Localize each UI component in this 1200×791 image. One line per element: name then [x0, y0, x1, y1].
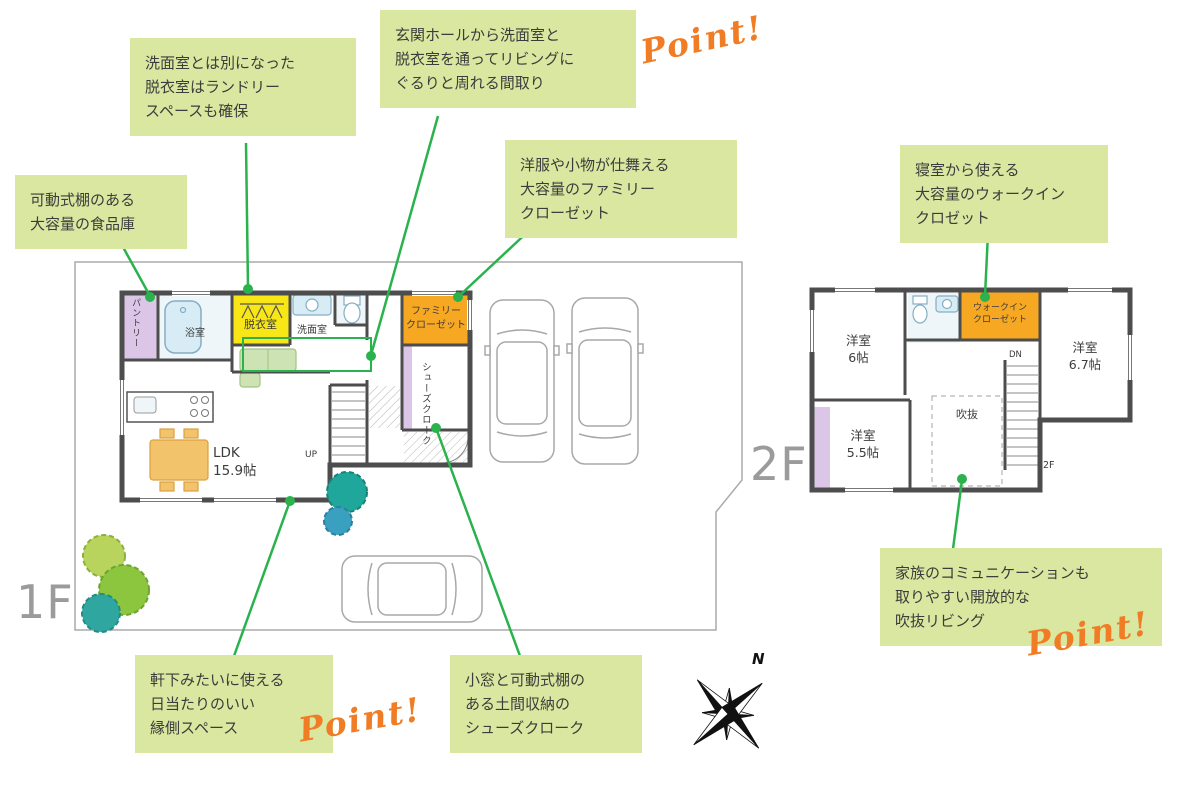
trees	[81, 471, 368, 633]
callout-connectors	[116, 115, 990, 657]
house-2f	[809, 287, 1133, 493]
toilet-2f-icon	[912, 295, 928, 324]
room-label-bedroom6: 洋室 6帖	[845, 333, 871, 365]
windows-1f	[119, 290, 473, 503]
tree-icon	[326, 471, 368, 513]
house-2f-floor	[812, 290, 1130, 490]
vanity-2f-icon	[935, 295, 959, 313]
stairs-1f	[332, 391, 365, 456]
room-label-family-closet: ファミリー クローゼット	[406, 306, 466, 331]
void-dashed-outline	[931, 395, 1003, 487]
room-label-bath: 浴室	[185, 328, 205, 339]
stairs-dn-label: DN	[1009, 350, 1022, 360]
floor-label-2f: 2F	[750, 437, 808, 491]
toilet-icon	[343, 295, 361, 324]
bathtub-icon	[164, 300, 202, 354]
callout-family-closet: 洋服や小物が仕舞える 大容量のファミリー クローゼット	[505, 140, 737, 238]
genkan-doma-hatch	[369, 386, 400, 428]
kitchen-counter	[126, 391, 214, 423]
room-label-wic: ウォークイン クローゼット	[972, 303, 1027, 326]
closet-55-shelf	[814, 407, 830, 488]
room-label-ldk: LDK 15.9帖	[213, 445, 257, 480]
room-label-bedroom55: 洋室 5.5帖	[846, 428, 880, 460]
pantry-room	[122, 293, 158, 360]
callout-dots	[145, 284, 990, 506]
tree-icon	[81, 593, 121, 633]
room-label-void: 吹抜	[956, 408, 978, 421]
stairs-up-label: UP	[305, 450, 318, 460]
stairs-2f	[1007, 365, 1038, 466]
wic-room	[960, 290, 1040, 340]
callout-laundry-space: 洗面室とは別になった 脱衣室はランドリー スペースも確保	[130, 38, 356, 136]
car-parked-2	[566, 297, 644, 465]
washbasin-icon	[292, 294, 332, 316]
car-parked-3	[341, 555, 483, 623]
room-label-shoes-cloak: シューズクローク	[419, 362, 431, 446]
walls-2f-inner	[812, 290, 1042, 490]
floor-label-1f: 1F	[16, 575, 74, 629]
room-label-dressing: 脱衣室	[244, 318, 277, 331]
walls-1f-inner	[122, 293, 470, 465]
room-label-washroom: 洗面室	[297, 325, 327, 336]
callout-void-living: 家族のコミュニケーションも 取りやすい開放的な 吹抜リビング	[880, 548, 1162, 646]
compass-rose-icon	[693, 679, 763, 749]
windows-2f	[809, 287, 1133, 493]
callout-circulation: 玄関ホールから洗面室と 脱衣室を通ってリビングに ぐるりと周れる間取り	[380, 10, 636, 108]
dining-table	[149, 428, 209, 492]
room-label-pantry: パントリー	[130, 298, 141, 348]
callout-wic: 寝室から使える 大容量のウォークイン クロゼット	[900, 145, 1108, 243]
room-label-bedroom67: 洋室 6.7帖	[1068, 340, 1102, 372]
floor2-small-label: 2F	[1043, 460, 1055, 471]
house-1f	[119, 290, 473, 503]
tree-icon	[323, 506, 353, 536]
shoes-cloak-shelf	[402, 345, 412, 430]
dressing-room	[232, 293, 290, 345]
compass-north-label: N	[752, 650, 765, 668]
callout-engawa: 軒下みたいに使える 日当たりのいい 縁側スペース	[135, 655, 333, 753]
porch-hatch	[404, 432, 468, 463]
callout-pantry: 可動式棚のある 大容量の食品庫	[15, 175, 187, 249]
site-boundary	[74, 261, 743, 631]
car-parked-1	[484, 299, 560, 463]
callout-shoes-cloak: 小窓と可動式棚の ある土間収納の シューズクローク	[450, 655, 642, 753]
laundry-rack-icon	[240, 303, 284, 319]
